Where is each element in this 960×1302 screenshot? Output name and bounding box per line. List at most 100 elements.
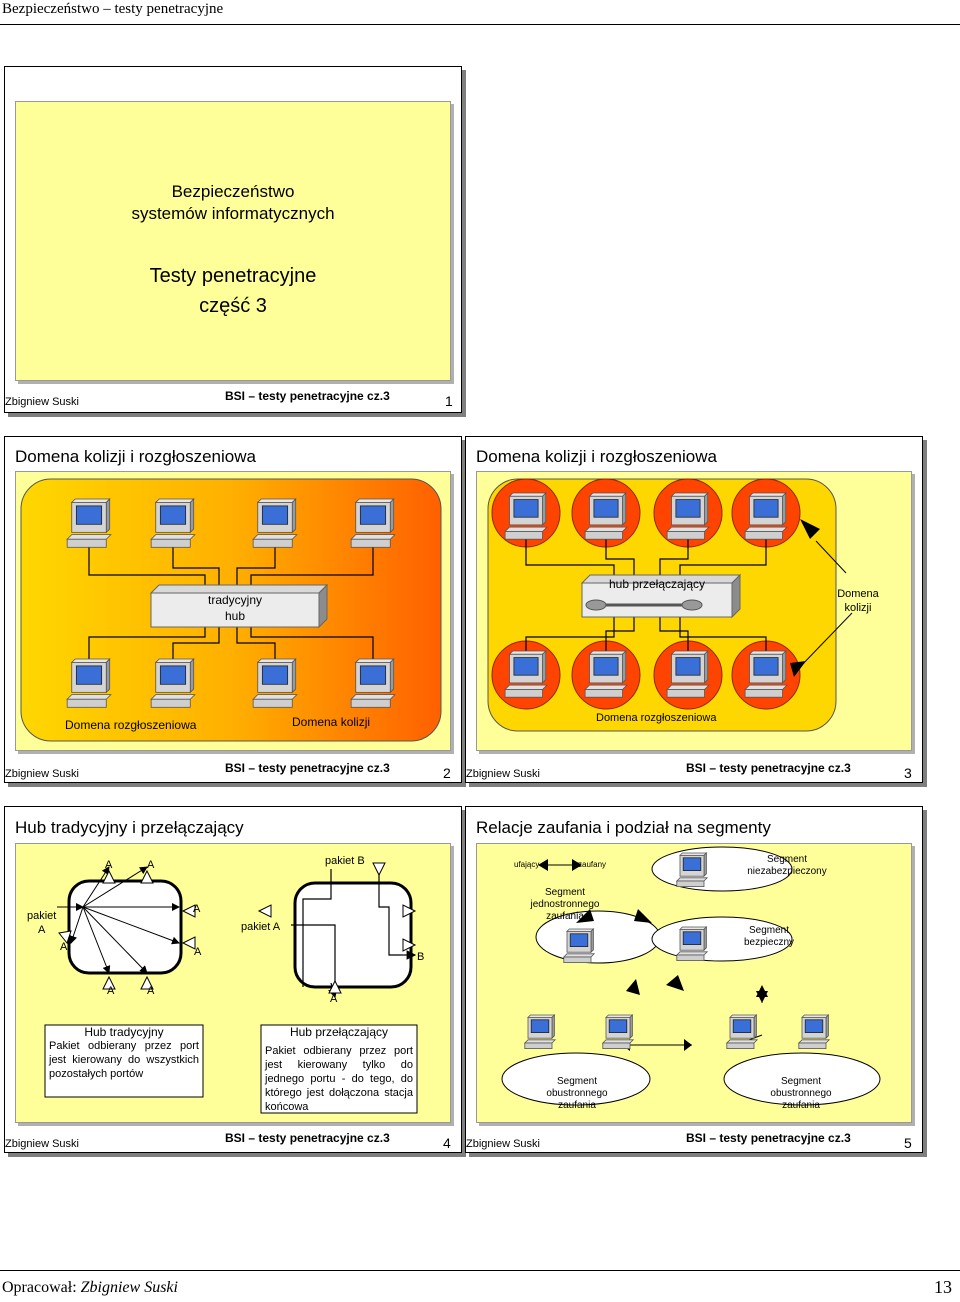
page-header-title: Bezpieczeństwo – testy penetracyjne (2, 1, 224, 17)
computer-icon (562, 928, 596, 963)
collision-domain-label-line-1: Domena (837, 588, 879, 600)
twoway-trust-left-label-3: zaufania (558, 1100, 596, 1111)
slide-title: Domena kolizji i rozgłoszeniowa (476, 447, 717, 466)
computer-icon (725, 1014, 759, 1049)
trusting-label: ufający (514, 860, 540, 869)
page-header: Bezpieczeństwo – testy penetracyjne (0, 0, 960, 25)
computer-icon (744, 492, 788, 540)
title-line-2: systemów informatycznych (131, 204, 335, 223)
oneway-trust-label-3: zaufania (546, 911, 584, 922)
footer-author: Zbigniew Suski (80, 1279, 178, 1296)
slide-4: Hub tradycyjny i przełączający (4, 806, 462, 1153)
port-label-a: A (147, 985, 155, 997)
footer-page-number: 13 (934, 1277, 952, 1297)
computer-icon (252, 498, 298, 548)
port-label-a: A (105, 859, 113, 871)
slide-course: BSI – testy penetracyjne cz.3 (225, 761, 390, 775)
switching-hub-title: Hub przełączający (289, 1025, 389, 1039)
computer-icon (252, 658, 298, 708)
oneway-trust-label-2: jednostronnego (530, 899, 600, 910)
computer-icon (350, 498, 396, 548)
computer-icon (675, 926, 709, 961)
computer-icon (601, 1014, 635, 1049)
secure-segment-label-2: bezpieczny (743, 937, 795, 948)
computer-icon (66, 498, 112, 548)
slide-course: BSI – testy penetracyjne cz.3 (225, 1131, 390, 1145)
traditional-hub-title: Hub tradycyjny (84, 1025, 164, 1039)
packet-b-label: pakiet B (325, 855, 365, 867)
hub-label-line-2: hub (224, 609, 246, 623)
slide-5: Relacje zaufania i podział na segmenty (465, 806, 923, 1153)
computer-icon (504, 650, 548, 698)
traditional-hub-text: Pakiet odbierany przez port jest kierowa… (49, 1040, 199, 1080)
computer-icon (150, 658, 196, 708)
packet-a-left-label: pakiet A (27, 909, 56, 937)
port-label-a: A (60, 941, 68, 953)
slide-2: Domena kolizji i rozgłoszeniowa (4, 436, 462, 783)
computer-icon (666, 650, 710, 698)
slide-course: BSI – testy penetracyjne cz.3 (686, 1131, 851, 1145)
port-label-b: B (417, 951, 425, 963)
twoway-trust-right-label-3: zaufania (782, 1100, 820, 1111)
footer-prefix: Opracował: (2, 1279, 77, 1296)
slide-title: Domena kolizji i rozgłoszeniowa (15, 447, 256, 466)
twoway-trust-right-label-1: Segment (780, 1076, 822, 1087)
computer-icon (666, 492, 710, 540)
computer-icon (675, 852, 709, 887)
packet-a-mid-label: pakiet A (241, 921, 281, 933)
computer-icon (66, 658, 112, 708)
oneway-trust-label-1: Segment (544, 887, 586, 898)
slide-author: Zbigniew Suski (5, 1138, 79, 1150)
page-footer: Opracował: Zbigniew Suski 13 (0, 1270, 960, 1302)
collision-domain-label-line-2: kolizji (844, 602, 872, 614)
twoway-trust-left-label-2: obustronnego (546, 1088, 608, 1099)
port-label-a: A (330, 993, 338, 1005)
switch-diagram (487, 478, 853, 732)
traditional-hub-shape (67, 879, 183, 975)
port-label-a: A (147, 859, 155, 871)
slide-title: Hub tradycyjny i przełączający (15, 818, 244, 837)
traditional-hub-box (44, 1024, 204, 1098)
slide-number: 1 (445, 393, 453, 409)
computer-icon (150, 498, 196, 548)
computer-icon (504, 492, 548, 540)
trust-segments-diagram (501, 846, 881, 1106)
switching-hub-text: Pakiet odbierany przez port jest kierowa… (265, 1045, 413, 1113)
packet-a-left: pakiet A (27, 910, 57, 936)
hub-label-line-1: tradycyjny (207, 593, 263, 607)
twoway-trust-ellipse-left (501, 1052, 651, 1106)
slide-3: Domena kolizji i rozgłoszeniowa (465, 436, 923, 783)
computer-icon (744, 650, 788, 698)
subtitle-line-1: Testy penetracyjne (149, 265, 317, 287)
slide-author: Zbigniew Suski (5, 768, 79, 780)
computer-icon (797, 1014, 831, 1049)
slide-number: 5 (904, 1135, 912, 1151)
hub-box (149, 583, 329, 629)
port-label-a: A (194, 946, 202, 958)
switch-label: hub przełączający (608, 577, 706, 591)
broadcast-domain-label: Domena rozgłoszeniowa (596, 712, 717, 724)
slide-course: BSI – testy penetracyjne cz.3 (686, 761, 851, 775)
port-label-a: A (193, 903, 201, 915)
computer-icon (350, 658, 396, 708)
slide-number: 4 (443, 1135, 451, 1151)
switch-box (580, 573, 742, 619)
slide-author: Zbigniew Suski (5, 396, 79, 408)
untrusted-segment-label-2: niezabezpieczony (747, 866, 827, 877)
trusted-label: zaufany (578, 860, 607, 869)
untrusted-segment-label-1: Segment (766, 854, 808, 865)
computer-icon (584, 492, 628, 540)
slide-title: Relacje zaufania i podział na segmenty (476, 818, 771, 837)
secure-segment-label-1: Segment (748, 925, 790, 936)
twoway-trust-ellipse-right (723, 1052, 881, 1106)
computer-icon (584, 650, 628, 698)
switching-hub-shape (293, 881, 413, 989)
switching-hub-box (260, 1024, 418, 1114)
collision-domain-label: Domena kolizji (292, 715, 371, 729)
computer-icon (523, 1014, 557, 1049)
slide-author: Zbigniew Suski (466, 768, 540, 780)
collision-broadcast-diagram (20, 478, 442, 742)
slide-1: Bezpieczeństwo systemów informatycznych … (4, 66, 462, 413)
twoway-trust-right-label-2: obustronnego (770, 1088, 832, 1099)
slide-author: Zbigniew Suski (466, 1138, 540, 1150)
